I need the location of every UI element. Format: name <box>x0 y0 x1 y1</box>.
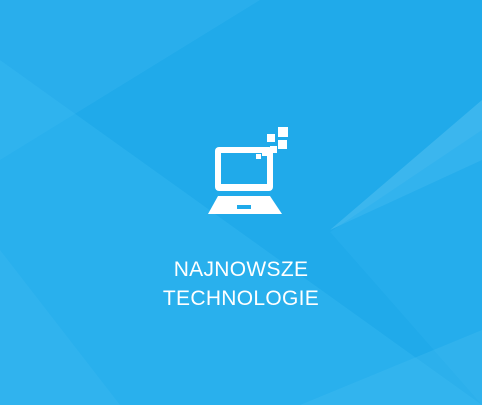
tile-title-line1: NAJNOWSZE <box>173 258 309 281</box>
tile-title-line2: TECHNOLOGIE <box>162 287 320 310</box>
tile-title: NAJNOWSZE TECHNOLOGIE <box>0 255 482 313</box>
laptop-pixels-icon <box>204 126 296 218</box>
